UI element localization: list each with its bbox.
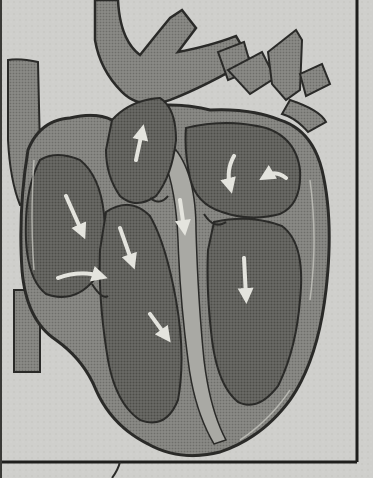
arrow-8	[244, 258, 246, 296]
